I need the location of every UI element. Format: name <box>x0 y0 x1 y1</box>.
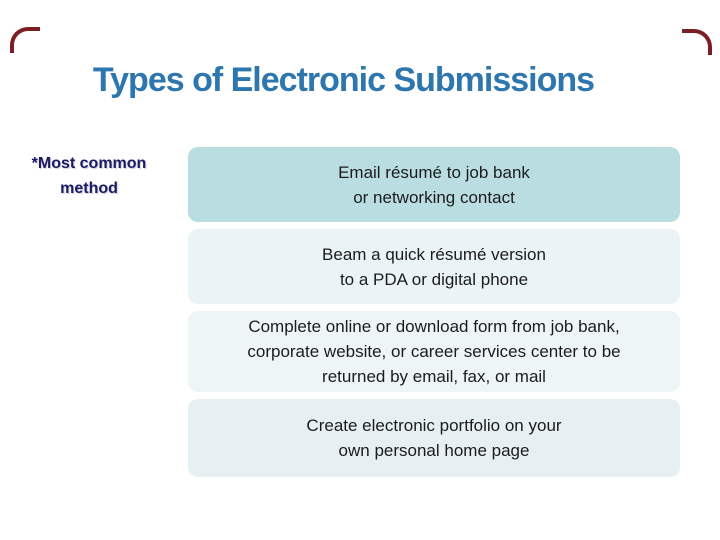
box-line: returned by email, fax, or mail <box>322 367 546 386</box>
box-line: own personal home page <box>338 441 530 460</box>
box-line: or networking contact <box>353 187 515 207</box>
content-box-online-form: Complete online or download form from jo… <box>188 311 680 392</box>
box-line: Email résumé to job bank <box>338 162 530 182</box>
box-line: to a PDA or digital phone <box>339 269 529 289</box>
slide-title: Types of Electronic Submissions <box>92 61 595 99</box>
corner-accent-top-left <box>10 27 40 53</box>
content-box-beam-resume: Beam a quick résumé version to a PDA or … <box>188 229 680 304</box>
content-box-email-resume: Email résumé to job bank or networking c… <box>188 147 680 222</box>
side-note: *Most common method <box>8 151 170 201</box>
box-line: corporate website, or career services ce… <box>247 342 621 361</box>
side-note-line: *Most common <box>31 155 147 172</box>
corner-accent-top-right <box>682 29 712 55</box>
side-note-line: method <box>60 180 118 197</box>
box-line: Create electronic portfolio on your <box>306 416 562 435</box>
box-line: Beam a quick résumé version <box>322 244 546 264</box>
box-line: Complete online or download form from jo… <box>248 317 620 336</box>
content-box-electronic-portfolio: Create electronic portfolio on your own … <box>188 399 680 477</box>
